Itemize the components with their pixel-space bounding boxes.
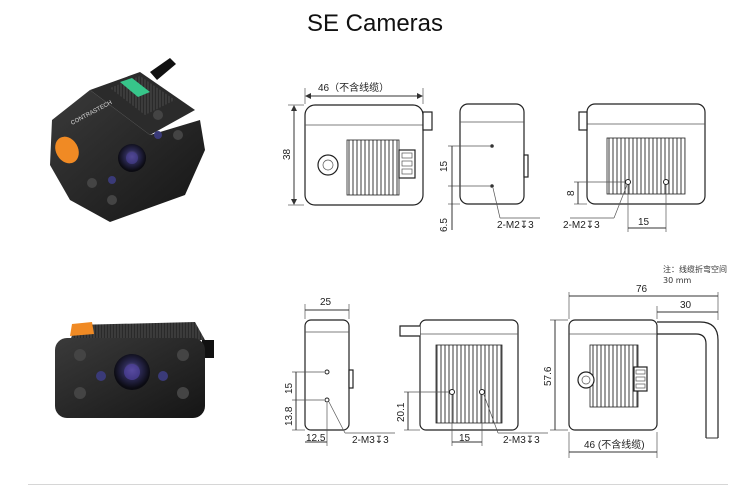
note-line-1: 注：线缆折弯空间	[663, 264, 727, 274]
dim-side-bottom-13-8: 13.8	[284, 406, 295, 426]
thread-back-top: 2-M2↧3	[563, 220, 600, 231]
side-view-bottom: 25 15 13.8 12.5 2-M3↧3	[284, 297, 395, 446]
dim-front-top-width: 46（不含线缆）	[318, 81, 389, 94]
dim-front-top-height: 38	[282, 148, 293, 160]
dim-side-bottom-12-5: 12.5	[306, 433, 326, 444]
back-view-bottom: 20.1 15 2-M3↧3	[396, 319, 548, 446]
dim-back-top-15: 15	[638, 217, 650, 228]
page-title: SE Cameras	[306, 10, 444, 37]
bottom-divider	[28, 484, 728, 485]
dim-side-top-15: 15	[439, 160, 450, 172]
dim-side-top-6-5: 6.5	[439, 218, 450, 232]
dim-side-bottom-width: 25	[320, 297, 332, 308]
dim-front-bottom-height: 57.6	[543, 366, 554, 386]
note-line-2: 30 mm	[663, 276, 692, 285]
side-view-top: 15 6.5 2-M2↧3	[439, 103, 540, 232]
thread-side-bottom: 2-M3↧3	[352, 435, 389, 446]
camera-photo-top: CONTRASTECH	[50, 58, 205, 222]
dim-side-bottom-15: 15	[284, 382, 295, 394]
thread-side-top: 2-M2↧3	[497, 220, 534, 231]
back-view-top: 8 15 2-M2↧3	[563, 103, 706, 232]
camera-photo-bottom	[55, 322, 214, 418]
dim-front-bottom-cable: 30	[680, 300, 692, 311]
dim-back-bottom-15: 15	[459, 433, 471, 444]
dim-back-bottom-20-1: 20.1	[396, 402, 407, 422]
thread-back-bottom: 2-M3↧3	[503, 435, 540, 446]
dim-front-bottom-width: 46 (不含线缆)	[584, 438, 645, 451]
dim-front-bottom-total: 76	[636, 284, 648, 295]
front-view-top: 46（不含线缆） 38	[282, 81, 433, 206]
dim-back-top-8: 8	[566, 190, 577, 196]
front-view-bottom: 76 30 57.6 46 (不含线缆)	[543, 284, 719, 458]
